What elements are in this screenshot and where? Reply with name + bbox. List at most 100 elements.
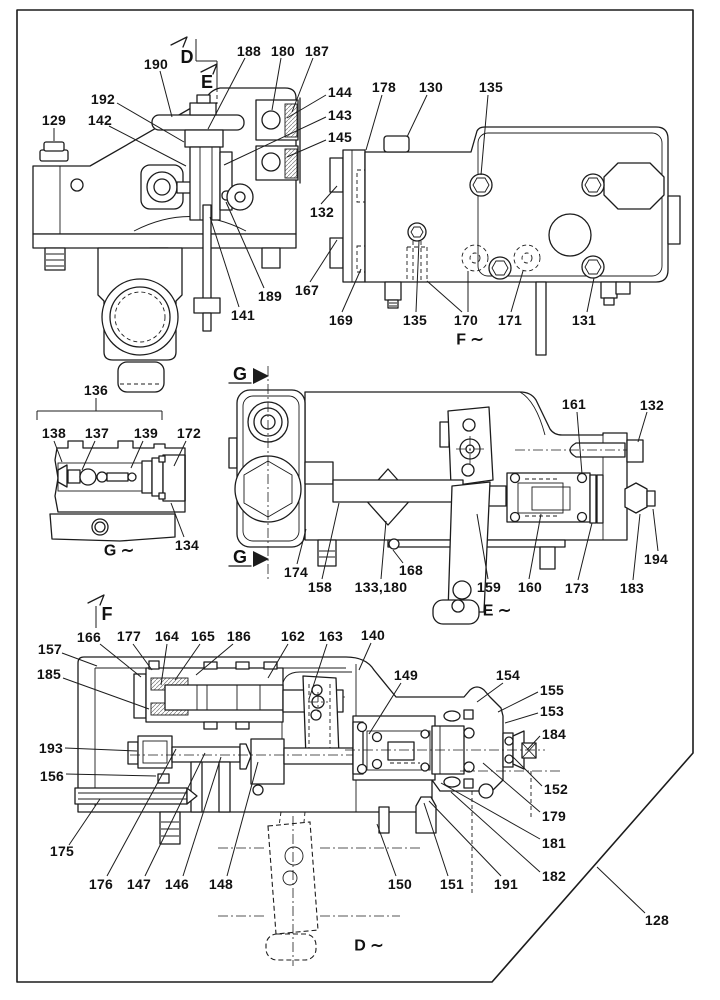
callout-label: 188 bbox=[237, 43, 261, 59]
leader-line bbox=[476, 682, 504, 703]
leader-line bbox=[368, 682, 402, 735]
callout-label: 165 bbox=[191, 628, 215, 644]
callout-label: 167 bbox=[295, 282, 319, 298]
callout-label: 168 bbox=[399, 562, 423, 578]
callout-label: 135 bbox=[479, 79, 503, 95]
callout-label: 193 bbox=[39, 740, 63, 756]
leader-line bbox=[497, 691, 539, 713]
view-section-de-drawing bbox=[32, 87, 301, 393]
callout-label: 174 bbox=[284, 564, 308, 580]
leader-line bbox=[61, 652, 98, 667]
leader-line bbox=[226, 761, 259, 877]
leader-line bbox=[320, 185, 338, 205]
callout-label: 166 bbox=[77, 629, 101, 645]
section-arrow-letter: G bbox=[233, 364, 247, 384]
leader-line bbox=[380, 520, 387, 580]
leader-line bbox=[358, 642, 372, 671]
leader-line bbox=[406, 94, 428, 138]
callout-label: 184 bbox=[542, 726, 566, 742]
callout-label: 141 bbox=[231, 307, 255, 323]
leader-line bbox=[144, 752, 206, 877]
leader-line bbox=[130, 440, 144, 469]
callout-label: 153 bbox=[540, 703, 564, 719]
section-flag-icon bbox=[170, 36, 188, 48]
callout-label: 157 bbox=[38, 641, 62, 657]
callout-label: 177 bbox=[117, 628, 141, 644]
callout-label: 194 bbox=[644, 551, 668, 567]
leader-line bbox=[526, 735, 541, 751]
leader-line bbox=[53, 440, 63, 463]
callout-label: 185 bbox=[37, 666, 61, 682]
leader-line bbox=[576, 411, 583, 475]
callout-label: 135 bbox=[403, 312, 427, 328]
leader-line bbox=[99, 643, 142, 678]
section-letter: F bbox=[102, 604, 113, 624]
leader-line bbox=[480, 94, 489, 176]
leader-line bbox=[365, 94, 383, 151]
leader-line bbox=[271, 57, 282, 111]
section-flag-icon bbox=[200, 63, 218, 75]
callout-label: 131 bbox=[572, 312, 596, 328]
callout-label: 190 bbox=[144, 56, 168, 72]
leader-line bbox=[528, 513, 542, 580]
callout-label: 192 bbox=[91, 91, 115, 107]
callout-label: 129 bbox=[42, 112, 66, 128]
leader-line bbox=[173, 440, 187, 467]
leader-lines-layer bbox=[36, 36, 659, 914]
callout-label: 152 bbox=[544, 781, 568, 797]
leader-line bbox=[223, 116, 327, 166]
leader-line bbox=[309, 239, 338, 283]
callout-label: 162 bbox=[281, 628, 305, 644]
callout-label: 163 bbox=[319, 628, 343, 644]
callout-label: 156 bbox=[40, 768, 64, 784]
leader-line bbox=[108, 125, 187, 167]
callout-label: 144 bbox=[328, 84, 352, 100]
callout-label: 149 bbox=[394, 667, 418, 683]
section-arrow-icon bbox=[253, 551, 269, 567]
callout-label: 172 bbox=[177, 425, 201, 441]
callout-label: 132 bbox=[310, 204, 334, 220]
callout-label: 136 bbox=[84, 382, 108, 398]
leader-line bbox=[68, 798, 101, 846]
section-arrow-icon bbox=[253, 368, 269, 384]
leader-line bbox=[209, 216, 240, 308]
leader-line bbox=[637, 411, 648, 443]
callout-label: 134 bbox=[175, 537, 199, 553]
leader-line bbox=[195, 643, 234, 676]
leader-line bbox=[170, 502, 185, 538]
callout-label: 182 bbox=[542, 868, 566, 884]
callout-label: 170 bbox=[454, 312, 478, 328]
leader-line bbox=[116, 102, 185, 143]
view-f-drawing bbox=[329, 126, 681, 356]
view-d-drawing bbox=[74, 656, 560, 966]
leader-line bbox=[504, 712, 539, 724]
callout-label: 158 bbox=[308, 579, 332, 595]
leader-line bbox=[440, 782, 541, 840]
leader-line bbox=[160, 643, 168, 686]
leader-line bbox=[64, 747, 138, 752]
leader-line bbox=[632, 513, 641, 581]
callout-label: 146 bbox=[165, 876, 189, 892]
view-label: F ∼ bbox=[456, 332, 484, 349]
callout-label: 189 bbox=[258, 288, 282, 304]
leader-line bbox=[423, 802, 449, 877]
leader-line bbox=[267, 643, 289, 679]
leader-line bbox=[512, 756, 543, 787]
section-letter: D bbox=[181, 47, 194, 67]
leader-line bbox=[577, 522, 593, 581]
leader-line bbox=[596, 866, 646, 914]
callout-label: 139 bbox=[134, 425, 158, 441]
leader-line bbox=[476, 513, 489, 580]
callout-label: 161 bbox=[562, 396, 586, 412]
leader-line bbox=[207, 57, 246, 130]
leader-line bbox=[652, 508, 659, 552]
callout-label: 133,180 bbox=[355, 579, 408, 595]
leader-line bbox=[321, 502, 340, 580]
leader-line bbox=[182, 756, 222, 877]
callout-label: 142 bbox=[88, 112, 112, 128]
page-border bbox=[16, 9, 694, 983]
callout-label: 181 bbox=[542, 835, 566, 851]
callout-label: 137 bbox=[85, 425, 109, 441]
callout-label: 145 bbox=[328, 129, 352, 145]
